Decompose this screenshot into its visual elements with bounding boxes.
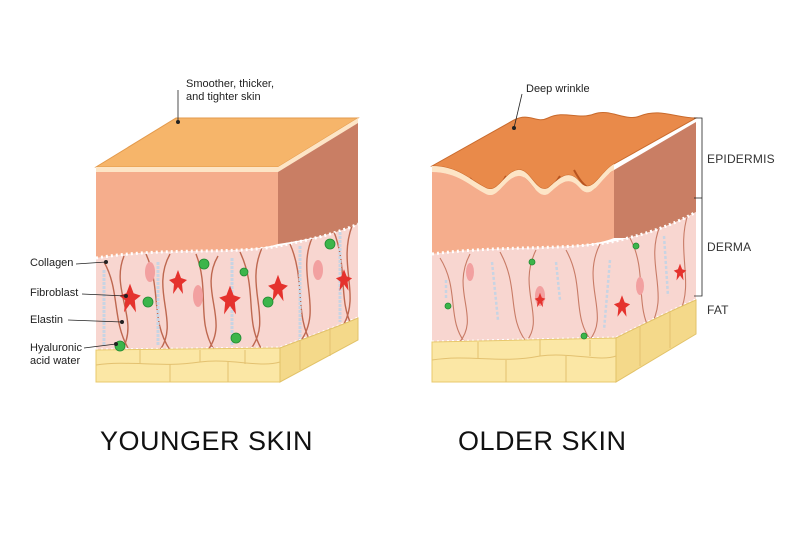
younger-epidermis-front [96,172,278,258]
hyaluronic-droplet [580,332,588,340]
older-derma-boundary [431,210,697,256]
younger-top-edge [96,167,278,172]
hyaluronic-line-2: acid water [30,355,81,367]
hyaluronic-label: Hyaluronic acid water [30,342,82,368]
fibroblast-cell [169,270,187,294]
younger-right-edge [278,118,358,172]
fibroblast-cell [335,269,353,291]
hyaluronic-droplet [230,332,242,344]
older-epidermis-side [614,122,696,238]
hyaluronic-droplet [528,258,536,266]
elastin-label: Elastin [30,314,64,326]
fat-label: FAT [707,303,729,317]
younger-skin-caption: YOUNGER SKIN [100,426,314,456]
collagen-label: Collagen [30,257,74,269]
hyaluronic-droplet [239,267,249,277]
hyaluronic-line-1: Hyaluronic [30,342,82,354]
younger-derma [96,224,358,350]
fibroblast-cell [219,285,241,315]
hyaluronic-droplet [198,258,210,270]
fibroblast-label: Fibroblast [30,287,79,299]
hyaluronic-droplet [262,296,274,308]
younger-derma-boundary [95,222,359,260]
older-fat-side [615,299,697,383]
hyaluronic-droplet [142,296,154,308]
fibroblast-cell [613,295,631,317]
older-fat-front [431,337,617,383]
older-callout-label: Deep wrinkle [526,83,590,95]
younger-fibers [102,225,353,350]
older-skin-caption: OLDER SKIN [458,426,627,456]
leader-lines [67,90,703,349]
derma-label: DERMA [707,240,752,254]
younger-epidermis-side [278,123,358,244]
younger-callout-label: Smoother, thicker, and tighter skin [186,78,274,104]
fibroblast-cell [268,274,288,302]
older-skin-block [430,112,698,383]
fibroblast-cell [673,263,687,281]
younger-callout-line-2: and tighter skin [186,91,261,103]
hyaluronic-droplet [632,242,640,250]
younger-skin-block [94,117,360,383]
older-epidermis-front [432,170,614,254]
epidermis-label: EPIDERMIS [707,152,775,166]
hyaluronic-droplet [324,238,336,250]
older-top-edge [432,164,614,196]
fibroblast-cell [119,283,141,313]
fibroblast-cell [534,292,546,308]
younger-fat-front [95,347,281,383]
hyaluronic-droplet [444,302,452,310]
younger-callout-line-1: Smoother, thicker, [186,78,275,90]
